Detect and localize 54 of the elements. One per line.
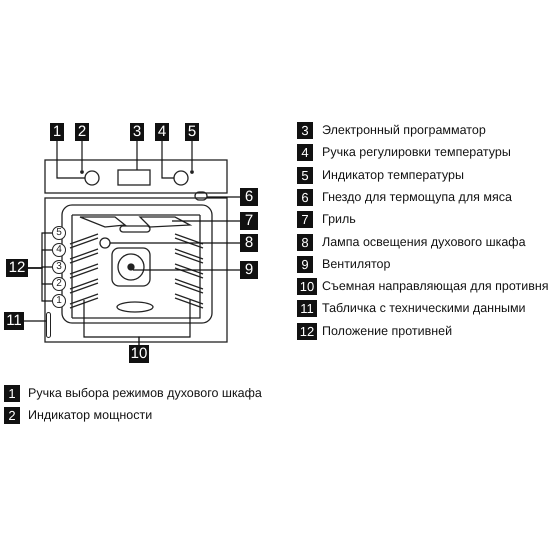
shelf-level-number: 4 xyxy=(52,243,66,257)
key-number: 6 xyxy=(297,188,313,206)
leader-line xyxy=(133,269,240,271)
callout-number: 6 xyxy=(240,188,258,206)
shelf-level-number: 1 xyxy=(52,294,66,308)
leader-line xyxy=(161,141,174,179)
key-number: 11 xyxy=(297,300,317,318)
callout-number: 10 xyxy=(129,345,149,363)
leader-line xyxy=(138,300,191,345)
callout-number: 1 xyxy=(50,123,64,141)
key-text: Положение противней xyxy=(322,322,452,340)
key-text: Индикатор температуры xyxy=(322,166,464,184)
callout-number: 12 xyxy=(6,259,28,277)
rating-plate xyxy=(46,312,51,338)
key-text: Вентилятор xyxy=(322,256,390,273)
leader-line xyxy=(81,141,83,170)
callout-number: 8 xyxy=(240,234,258,252)
leader-line xyxy=(28,267,52,302)
key-number: 3 xyxy=(297,122,313,139)
leader-line xyxy=(172,220,240,222)
callout-number: 5 xyxy=(185,123,199,141)
callout-number: 2 xyxy=(75,123,89,141)
key-number: 10 xyxy=(297,278,317,296)
callout-number: 7 xyxy=(240,212,258,230)
key-text: Гнездо для термощупа для мяса xyxy=(322,188,512,206)
key-text: Электронный программатор xyxy=(322,122,486,139)
leader-line xyxy=(110,242,240,244)
key-number: 8 xyxy=(297,234,313,250)
shelf-level-number: 3 xyxy=(52,260,66,274)
key-text: Табличка с техническими данными xyxy=(322,300,526,318)
key-number: 5 xyxy=(297,166,313,184)
callout-number: 4 xyxy=(155,123,169,141)
key-number: 2 xyxy=(4,407,20,424)
key-number: 7 xyxy=(297,211,313,228)
callout-number: 11 xyxy=(4,312,24,330)
leader-line xyxy=(24,320,46,322)
key-text: Ручка регулировки температуры xyxy=(322,144,511,162)
leader-line xyxy=(191,141,193,170)
key-text: Лампа освещения духового шкафа xyxy=(322,234,526,250)
leader-line xyxy=(207,196,240,198)
key-text: Ручка выбора режимов духового шкафа xyxy=(28,385,262,402)
shelf-level-number: 5 xyxy=(52,226,66,240)
leader-line xyxy=(56,141,85,179)
callout-number: 9 xyxy=(240,261,258,279)
shelf-level-number: 2 xyxy=(52,277,66,291)
callout-number: 3 xyxy=(130,123,144,141)
key-number: 1 xyxy=(4,385,20,402)
key-number: 9 xyxy=(297,256,313,273)
key-text: Гриль xyxy=(322,211,356,228)
key-number: 4 xyxy=(297,144,313,162)
key-text: Съемная направляющая для противня xyxy=(322,278,549,296)
key-text: Индикатор мощности xyxy=(28,407,152,424)
key-number: 12 xyxy=(297,322,317,340)
leader-line xyxy=(136,141,138,170)
